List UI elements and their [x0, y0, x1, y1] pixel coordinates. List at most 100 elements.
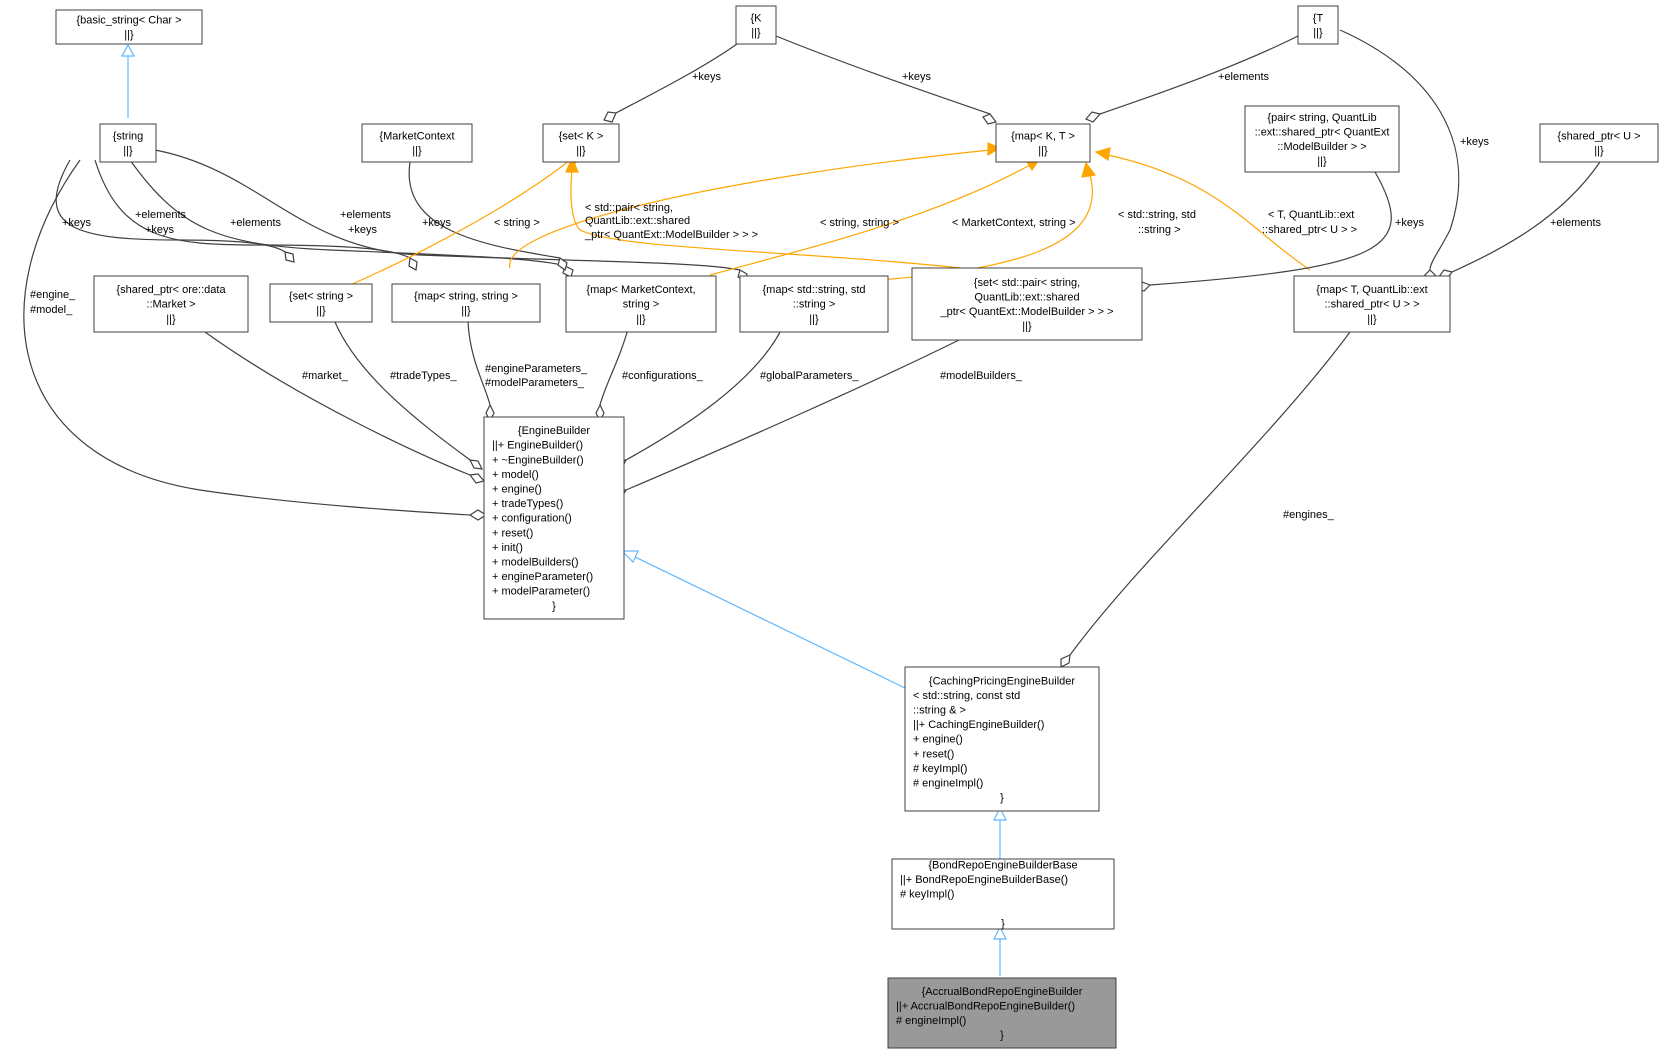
class-label-line: + engine(): [492, 484, 542, 496]
class-node-K[interactable]: {K||}: [735, 5, 777, 45]
edge-market-EngineBuilder: [204, 331, 471, 476]
class-label-line: }: [552, 600, 556, 612]
edge-string-mapStdString: [154, 149, 741, 271]
class-label-line: ||}: [123, 145, 133, 157]
class-node-sharedPtrU[interactable]: {shared_ptr< U >||}: [1539, 123, 1659, 163]
class-label-line: ||}: [636, 313, 646, 325]
class-label-line: ::Market >: [146, 299, 195, 311]
edge-setString-EngineBuilder-diamond: [468, 459, 484, 470]
edge-tmpl-mapTShared-mapKT: [1107, 154, 1311, 271]
edge-string-mapStringString-diamond: [408, 257, 418, 271]
class-node-mapStringString[interactable]: {map< string, string >||}: [391, 283, 541, 323]
edge-pair-setPair: [1149, 171, 1392, 286]
class-node-pairString[interactable]: {pair< string, QuantLib::ext::shared_ptr…: [1244, 105, 1400, 173]
edge-label: #globalParameters_: [760, 370, 859, 382]
edge-label: +elements: [340, 209, 392, 221]
edge-tmpl-mapStdString-mapKT-arrow: [1081, 161, 1097, 178]
class-label-line: + reset(): [913, 748, 954, 760]
class-node-basic_string[interactable]: {basic_string< Char > ||}: [55, 9, 203, 45]
class-label-line: ||}: [412, 145, 422, 157]
edge-T-mapKT-diamond: [1085, 111, 1102, 123]
class-label-line: ||+ EngineBuilder(): [492, 440, 583, 452]
edge-T-mapTShared: [1339, 29, 1460, 271]
class-label-line: ||+ CachingEngineBuilder(): [913, 719, 1044, 731]
class-label-line: ::string & >: [913, 705, 966, 717]
edge-label: < string >: [494, 217, 540, 229]
class-label-line: + modelBuilders(): [492, 557, 579, 569]
class-node-CachingPricingEngineBuilder[interactable]: {CachingPricingEngineBuilder< std::strin…: [904, 666, 1100, 812]
class-node-setPair[interactable]: {set< std::pair< string,QuantLib::ext::s…: [911, 267, 1143, 341]
class-box: [891, 858, 1115, 930]
edge-label: +keys: [62, 217, 92, 229]
class-node-mapTShared[interactable]: {map< T, QuantLib::ext::shared_ptr< U > …: [1293, 275, 1451, 333]
edge-label: #modelBuilders_: [940, 370, 1023, 382]
class-node-T[interactable]: {T ||}: [1297, 5, 1339, 45]
class-label-line: {EngineBuilder: [518, 425, 591, 437]
class-node-setString[interactable]: {set< string >||}: [269, 283, 373, 323]
edge-label: _ptr< QuantExt::ModelBuilder > > >: [584, 229, 758, 241]
class-label-line: }: [1001, 918, 1005, 930]
class-label-line: QuantLib::ext::shared: [974, 291, 1079, 303]
class-node-MarketContext[interactable]: {MarketContext ||}: [361, 123, 473, 163]
edge-label: ::string >: [1138, 224, 1181, 236]
edge-inherit-Caching-EngineBuilder: [620, 550, 906, 689]
class-label-line: {basic_string< Char >: [76, 14, 181, 26]
class-node-string[interactable]: {string||}: [99, 123, 157, 163]
class-label-line: {MarketContext: [379, 130, 454, 142]
class-label-line: {shared_ptr< U >: [1557, 130, 1640, 142]
edge-label: #modelParameters_: [485, 377, 585, 389]
edge-tmpl-mapTShared-mapKT-arrow: [1094, 147, 1111, 162]
class-label-line: ::ModelBuilder > >: [1277, 141, 1366, 153]
edge-label: +elements: [1218, 71, 1270, 83]
class-label-line: ::string >: [793, 299, 836, 311]
class-label-line: ||}: [1313, 27, 1323, 39]
class-label-line: {AccrualBondRepoEngineBuilder: [922, 986, 1083, 998]
edge-sharedPtrU-mapTShared: [1451, 161, 1601, 273]
class-label-line: ||}: [751, 27, 761, 39]
class-box: [99, 123, 157, 163]
class-label-line: {map< T, QuantLib::ext: [1316, 284, 1427, 296]
class-label-line: ||}: [1022, 321, 1032, 333]
edge-label: < std::pair< string,: [585, 202, 673, 214]
class-box: [995, 123, 1091, 163]
class-node-setK[interactable]: {set< K >||}: [542, 123, 620, 163]
class-label-line: ||+ AccrualBondRepoEngineBuilder(): [896, 1000, 1075, 1012]
class-label-line: {set< std::pair< string,: [974, 277, 1080, 289]
class-label-line: ||}: [316, 305, 326, 317]
edge-inherit-string-basic_string: [120, 43, 136, 118]
class-box: [542, 123, 620, 163]
edge-inherit-Accrual-BondRepoBase: [993, 925, 1007, 976]
class-label-line: + configuration(): [492, 513, 572, 525]
class-node-mapStdString[interactable]: {map< std::string, std::string >||}: [739, 275, 889, 333]
edge-mapTShared-Caching-diamond: [1060, 654, 1071, 668]
edge-mapMarketContext-EngineBuilder: [599, 321, 631, 406]
class-node-BondRepoEngineBuilderBase[interactable]: {BondRepoEngineBuilderBase||+ BondRepoEn…: [891, 858, 1115, 930]
class-label-line: string >: [623, 299, 659, 311]
class-label-line: ||}: [576, 145, 586, 157]
class-label-line: {map< string, string >: [414, 290, 518, 302]
edge-label: +keys: [1460, 136, 1490, 148]
class-label-line: ||}: [809, 313, 819, 325]
edge-tmpl-setPair-setK: [570, 169, 981, 271]
class-label-line: {shared_ptr< ore::data: [116, 284, 226, 296]
class-label-line: + tradeTypes(): [492, 498, 563, 510]
class-label-line: {T: [1313, 12, 1324, 24]
class-box: [565, 275, 717, 333]
class-box: [887, 977, 1117, 1049]
class-node-EngineBuilder[interactable]: {EngineBuilder||+ EngineBuilder()+ ~Engi…: [483, 416, 625, 620]
edge-label: < T, QuantLib::ext: [1268, 209, 1354, 221]
class-label-line: {map< std::string, std: [762, 284, 865, 296]
class-node-sharedPtrMarket[interactable]: {shared_ptr< ore::data::Market >||}: [93, 275, 249, 333]
class-label-line: ||}: [124, 29, 134, 41]
edge-label: +keys: [145, 224, 175, 236]
class-label-line: _ptr< QuantExt::ModelBuilder > > >: [939, 306, 1113, 318]
class-label-line: # keyImpl(): [913, 763, 967, 775]
class-node-mapKT[interactable]: {map< K, T >||}: [995, 123, 1091, 163]
class-node-mapMarketContext[interactable]: {map< MarketContext,string >||}: [565, 275, 717, 333]
class-label-line: ||}: [1317, 156, 1327, 168]
class-label-line: ::shared_ptr< U > >: [1324, 299, 1419, 311]
class-box: [391, 283, 541, 323]
class-node-AccrualBondRepoEngineBuilder[interactable]: {AccrualBondRepoEngineBuilder ||+ Accrual…: [887, 977, 1117, 1049]
edge-label: +keys: [902, 71, 932, 83]
edge-label: #model_: [30, 304, 73, 316]
